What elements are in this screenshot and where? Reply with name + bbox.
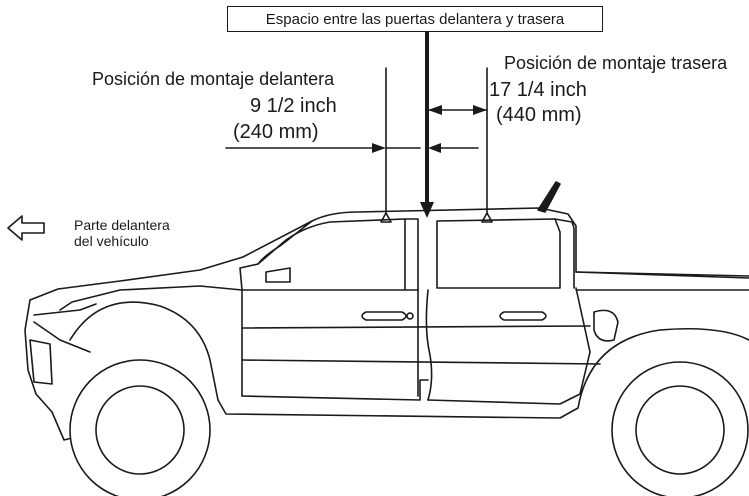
rear-wheel (611, 361, 749, 496)
rear-window (436, 218, 561, 289)
front-window (239, 218, 406, 291)
b-pillar (404, 218, 419, 291)
front-wheel-arch (69, 301, 219, 401)
rear-door-rear-edge (575, 287, 591, 353)
rear-wheel-arch (577, 327, 749, 409)
door-gap-seam (425, 289, 433, 401)
rear-dimension-left-arrowhead (428, 105, 442, 115)
front-mount-label: Posición de montaje delantera (92, 69, 335, 89)
body-lower-line (241, 359, 601, 365)
rear-door-handle (499, 311, 547, 321)
front-dimension-arrowhead (372, 143, 386, 153)
grille (29, 339, 53, 385)
rear-dimension-right-arrowhead (473, 105, 487, 115)
rear-mount-mm: (440 mm) (496, 104, 582, 126)
headlight-lower (33, 321, 91, 353)
body-crease-line (241, 325, 591, 329)
side-mirror (265, 267, 291, 283)
c-pillar (554, 218, 575, 289)
side-step (217, 399, 579, 419)
headlight-upper (33, 303, 97, 316)
front-door-handle (361, 311, 407, 321)
fuel-door (593, 309, 619, 342)
rear-mount-inch: 17 1/4 inch (489, 79, 587, 101)
door-gap-title-box: Espacio entre las puertas delantera y tr… (227, 6, 603, 32)
roof-outline (29, 207, 749, 301)
door-gap-title: Espacio entre las puertas delantera y tr… (265, 10, 565, 28)
antenna-icon (537, 181, 561, 213)
vehicle-front-label-line1: Parte delantera (74, 217, 170, 233)
left-arrow-icon (7, 215, 45, 241)
front-gap-arrowhead (428, 143, 441, 153)
truck-body (24, 207, 749, 441)
bed-rail (575, 271, 749, 291)
front-mount-inch: 9 1/2 inch (250, 95, 337, 117)
rear-door-bottom (427, 351, 591, 405)
vehicle-front-label-line2: del vehículo (74, 233, 149, 249)
front-door-keyhole (406, 312, 414, 320)
front-wheel (69, 359, 211, 496)
front-door-bottom (241, 379, 429, 401)
rear-mount-label: Posición de montaje trasera (504, 53, 728, 73)
hood-line (59, 285, 243, 311)
front-mount-mm: (240 mm) (233, 121, 319, 143)
